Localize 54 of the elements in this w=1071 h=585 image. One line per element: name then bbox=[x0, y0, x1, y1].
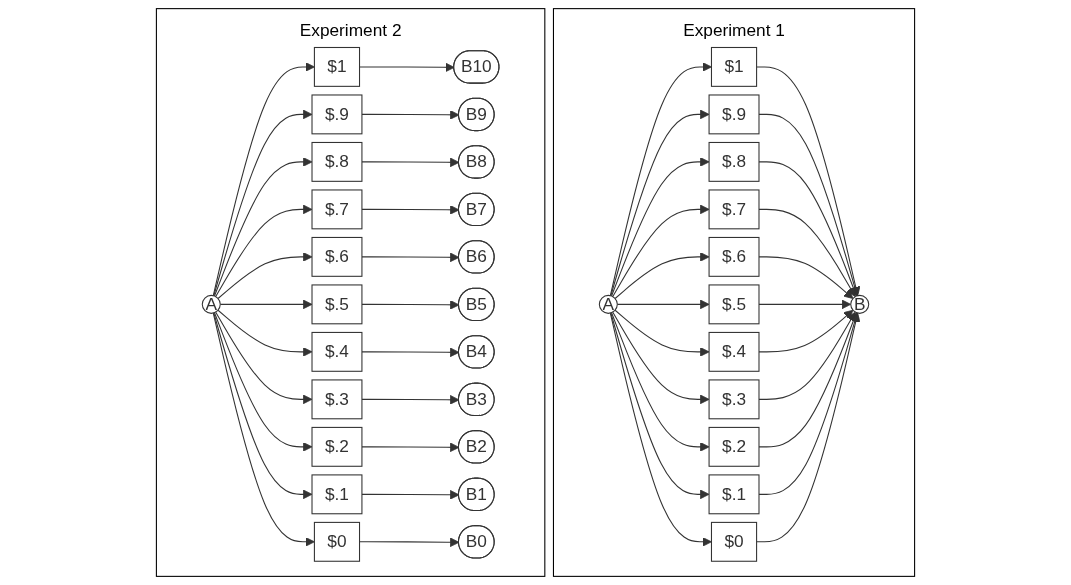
arrow bbox=[612, 311, 710, 405]
node-box: $.2 bbox=[311, 426, 363, 467]
node-box: $.6 bbox=[708, 236, 760, 277]
node-box: $0 bbox=[710, 521, 758, 562]
node-box: $.8 bbox=[708, 141, 760, 182]
node-circle: B bbox=[850, 294, 870, 314]
arrow bbox=[213, 312, 313, 500]
arrow bbox=[212, 62, 315, 297]
node-box: $.1 bbox=[311, 474, 363, 515]
arrow bbox=[758, 161, 858, 297]
arrow bbox=[213, 312, 313, 452]
node-box: $.9 bbox=[708, 94, 760, 135]
arrow bbox=[614, 309, 710, 357]
arrow bbox=[612, 204, 710, 298]
node-box: $.5 bbox=[311, 284, 363, 325]
arrow bbox=[217, 252, 313, 300]
node-circle: A bbox=[598, 294, 618, 314]
node-box: $.9 bbox=[311, 94, 363, 135]
arrow bbox=[758, 309, 854, 353]
arrow bbox=[609, 312, 712, 547]
node-box: $.4 bbox=[708, 331, 760, 372]
arrow bbox=[614, 252, 710, 300]
node-box: $1 bbox=[710, 46, 758, 87]
arrow bbox=[758, 208, 856, 297]
arrow bbox=[213, 157, 313, 297]
node-circle: A bbox=[201, 294, 221, 314]
node-box: $.3 bbox=[311, 379, 363, 420]
arrow bbox=[215, 204, 313, 298]
arrow bbox=[610, 312, 710, 500]
arrow bbox=[215, 311, 313, 405]
node-box: $.8 bbox=[311, 141, 363, 182]
node-box: $0 bbox=[313, 521, 361, 562]
arrow bbox=[610, 109, 710, 297]
arrow bbox=[213, 109, 313, 297]
node-box: $.6 bbox=[311, 236, 363, 277]
node-box: $.5 bbox=[708, 284, 760, 325]
arrow bbox=[758, 256, 854, 299]
node-box: $.1 bbox=[708, 474, 760, 515]
arrow bbox=[758, 312, 858, 448]
node-box: $.3 bbox=[708, 379, 760, 420]
arrow bbox=[611, 157, 710, 297]
arrow bbox=[756, 66, 861, 297]
arrow bbox=[756, 312, 861, 543]
node-box: $.7 bbox=[708, 189, 760, 230]
node-box: $.4 bbox=[311, 331, 363, 372]
arrow bbox=[758, 311, 856, 400]
node-box: $1 bbox=[313, 46, 361, 87]
arrow bbox=[758, 113, 860, 297]
arrow bbox=[212, 312, 315, 547]
arrow bbox=[217, 309, 313, 357]
node-box: $.7 bbox=[311, 189, 363, 230]
arrow bbox=[609, 62, 712, 297]
node-box: $.2 bbox=[708, 426, 760, 467]
arrow bbox=[611, 312, 710, 452]
